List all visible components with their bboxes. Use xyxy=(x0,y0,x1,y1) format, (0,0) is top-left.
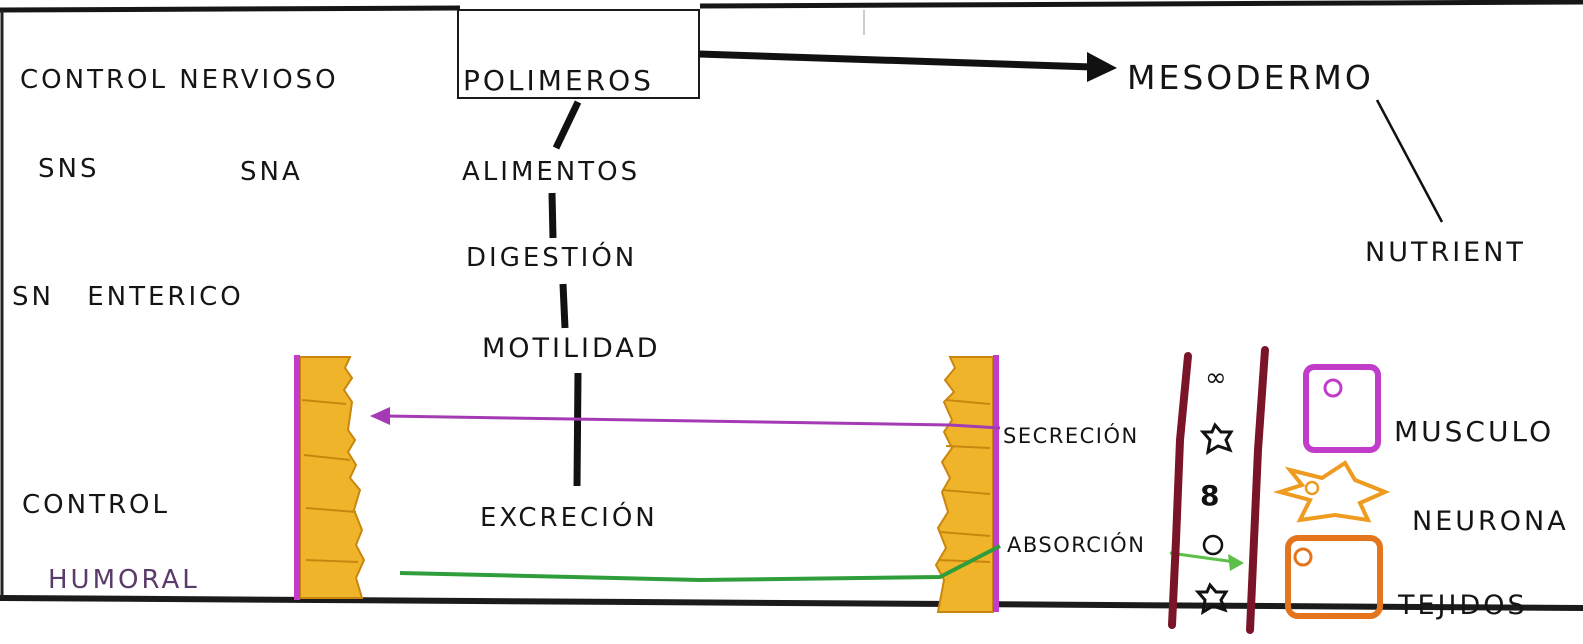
label-absorcion: ABSORCIÓN xyxy=(1007,533,1146,557)
label-digestion: DIGESTIÓN xyxy=(466,243,638,273)
label-mesodermo: MESODERMO xyxy=(1127,58,1374,97)
tissue-cell xyxy=(1285,535,1383,619)
muscle-nucleus xyxy=(1323,378,1343,398)
label-motilidad: MOTILIDAD xyxy=(482,333,661,364)
label-control: CONTROL xyxy=(22,490,170,520)
eight-mark: 8 xyxy=(1200,479,1219,512)
neuron-nucleus xyxy=(1304,480,1320,496)
link-alimentos-digestion xyxy=(548,192,557,239)
star-mark xyxy=(1199,422,1234,455)
star-mark-2 xyxy=(1194,582,1229,615)
link-motilidad-excrecion xyxy=(573,372,582,487)
link-mesodermo-nutrientes xyxy=(1375,99,1444,223)
label-tejidos: TEJIDOS xyxy=(1398,590,1528,620)
label-alimentos: ALIMENTOS xyxy=(462,157,641,187)
label-control-nervioso: CONTROL NERVIOSO xyxy=(20,65,339,95)
label-sna: SNA xyxy=(240,157,303,187)
absorcion-arrow-right xyxy=(1169,551,1236,564)
absorcion-arrow xyxy=(399,544,1001,583)
secrecion-arrow xyxy=(385,414,1001,430)
arrowhead-mesodermo xyxy=(1087,52,1117,82)
label-secrecion: SECRECIÓN xyxy=(1003,424,1139,448)
link-digestion-motilidad xyxy=(559,283,569,329)
label-musculo: MUSCULO xyxy=(1394,415,1555,448)
label-sn-enterico: SN ENTERICO xyxy=(12,282,244,312)
label-neurona: NEURONA xyxy=(1412,506,1569,537)
link-polimeros-alimentos xyxy=(552,100,582,150)
label-humoral: HUMORAL xyxy=(48,565,200,595)
bottom-border xyxy=(0,595,1583,611)
infinity-mark: ∞ xyxy=(1205,363,1227,393)
arrow-to-mesodermo xyxy=(698,50,1093,71)
absorcion-arrowhead xyxy=(1228,554,1244,571)
tissue-nucleus xyxy=(1293,547,1313,567)
secrecion-arrowhead xyxy=(370,407,390,425)
vessel-left xyxy=(1168,352,1192,629)
villi-left xyxy=(294,355,366,600)
neuron-cell xyxy=(1272,460,1391,523)
label-excrecion: EXCRECIÓN xyxy=(480,503,658,533)
circle-mark xyxy=(1202,534,1224,556)
label-polimeros: POLIMEROS xyxy=(463,64,654,97)
villi-right xyxy=(934,355,999,613)
vessel-right xyxy=(1246,346,1269,634)
muscle-cell xyxy=(1303,364,1381,453)
label-sns: SNS xyxy=(38,154,100,184)
top-border xyxy=(0,0,1583,13)
label-nutrientes: NUTRIENT xyxy=(1365,237,1526,268)
